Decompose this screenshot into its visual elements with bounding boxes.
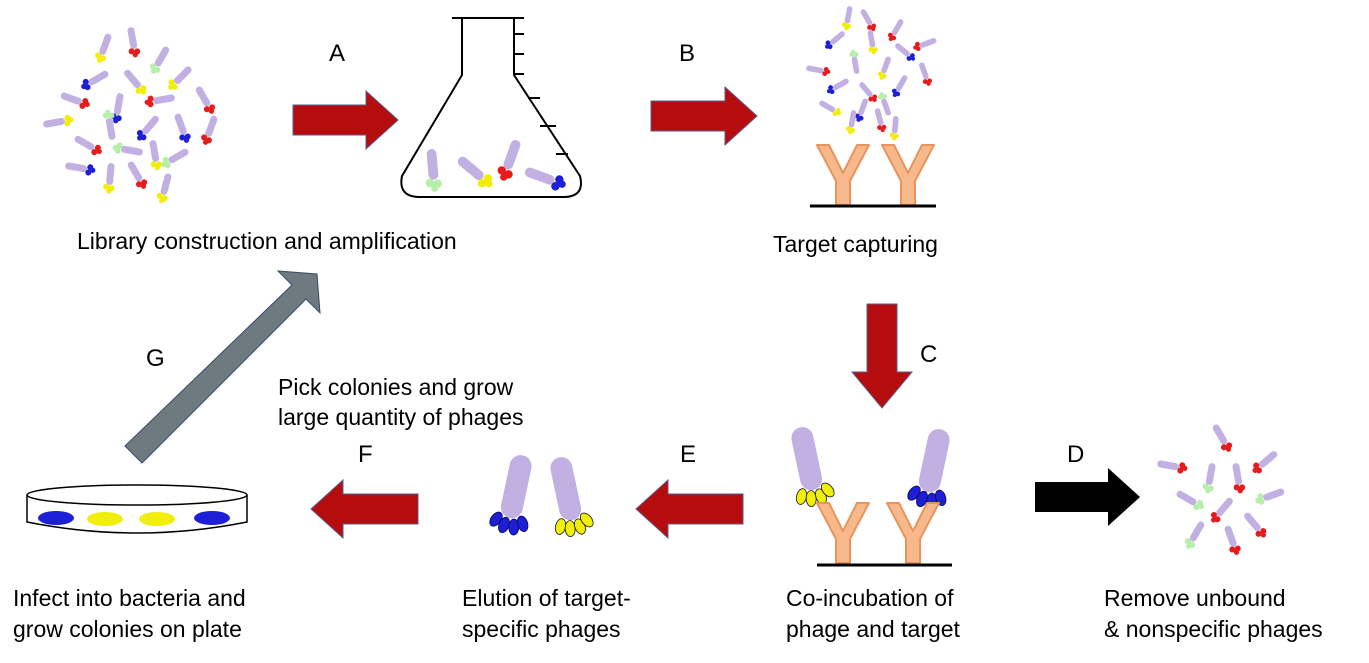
arrow-b: [650, 85, 758, 147]
arrow-a: [292, 89, 399, 151]
caption-elution-line1: Elution of target-: [462, 585, 631, 611]
unbound-phage-cluster: [1156, 422, 1286, 557]
step-label-b: B: [679, 40, 696, 67]
target-capturing-phage-cluster: [805, 5, 938, 141]
caption-remove-unbound-line1: Remove unbound: [1104, 585, 1286, 611]
step-label-a: A: [329, 40, 346, 67]
caption-infect-line1: Infect into bacteria and: [13, 585, 246, 611]
caption-coincubation-line1: Co-incubation of: [786, 585, 954, 611]
caption-pick-colonies-line1: Pick colonies and grow: [278, 374, 514, 400]
step-label-e: E: [680, 441, 697, 468]
caption-target-capturing: Target capturing: [773, 231, 938, 257]
arrow-g: [124, 270, 321, 464]
petri-plate-icon: [26, 484, 248, 534]
phage-library-cluster: [42, 26, 221, 205]
caption-library-construction: Library construction and amplification: [77, 228, 457, 254]
caption-coincubation-line2: phage and target: [786, 616, 960, 642]
eluted-phages: [485, 450, 598, 542]
caption-elution-line2: specific phages: [462, 616, 621, 642]
step-label-d: D: [1067, 441, 1085, 468]
caption-infect-line2: grow colonies on plate: [13, 616, 242, 642]
step-label-g: G: [146, 345, 165, 372]
step-label-c: C: [920, 341, 938, 368]
flask-icon: [400, 17, 582, 198]
arrow-d: [1035, 468, 1140, 526]
arrow-f: [310, 478, 419, 540]
coincubation-phage-target: [779, 422, 963, 567]
step-label-f: F: [358, 441, 373, 468]
arrow-c: [850, 303, 914, 409]
arrow-e: [635, 478, 744, 540]
caption-pick-colonies-line2: large quantity of phages: [278, 404, 524, 430]
target-antibodies-surface: [810, 144, 936, 208]
caption-remove-unbound-line2: & nonspecific phages: [1104, 616, 1323, 642]
